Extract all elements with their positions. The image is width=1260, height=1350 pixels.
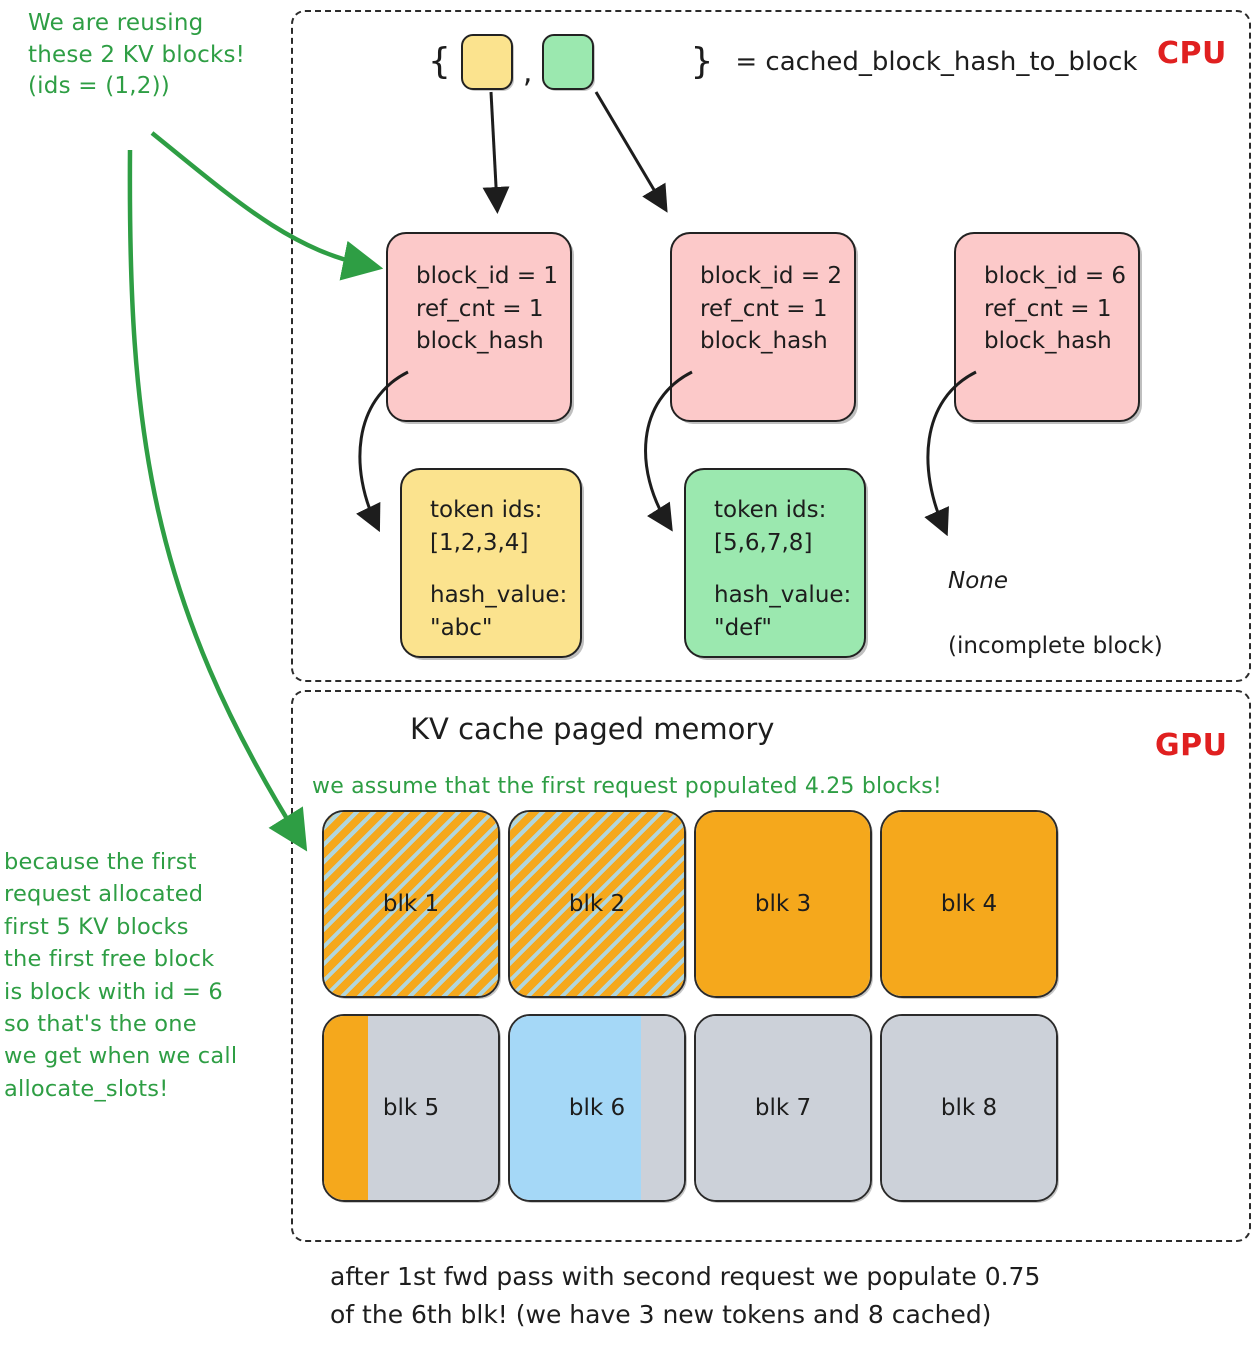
hash-value-label: hash_value: bbox=[714, 582, 852, 609]
token-card-1: token ids: [1,2,3,4] hash_value: "abc" bbox=[400, 468, 582, 658]
block-id-label: block_id = 2 bbox=[700, 263, 843, 289]
ref-cnt-label: ref_cnt = 1 bbox=[416, 295, 544, 322]
block-hash-label: block_hash bbox=[700, 328, 828, 355]
kv-block-2[interactable]: blk 2 bbox=[508, 810, 686, 998]
annotation-gpu-assume: we assume that the first request populat… bbox=[312, 774, 942, 799]
open-brace: { bbox=[428, 41, 451, 82]
none-detail: (incomplete block) bbox=[948, 632, 1163, 659]
kv-block-8[interactable]: blk 8 bbox=[880, 1014, 1058, 1202]
none-value: None bbox=[948, 567, 1009, 594]
legend-comma: , bbox=[522, 54, 533, 90]
dict-name-label: = cached_block_hash_to_block bbox=[735, 47, 1138, 77]
ref-cnt-label: ref_cnt = 1 bbox=[700, 295, 828, 322]
cpu-label: CPU bbox=[1157, 36, 1227, 71]
kv-block-label: blk 4 bbox=[940, 891, 998, 917]
kv-block-1[interactable]: blk 1 bbox=[322, 810, 500, 998]
block-hash-label: block_hash bbox=[416, 328, 544, 355]
kv-block-5[interactable]: blk 5 bbox=[322, 1014, 500, 1202]
hash-value-value: "def" bbox=[714, 614, 773, 641]
kv-block-label: blk 6 bbox=[568, 1095, 626, 1121]
kv-block-label: blk 1 bbox=[382, 891, 440, 917]
none-annotation: None (incomplete block) bbox=[948, 532, 1163, 695]
annotation-top-left: We are reusing these 2 KV blocks! (ids =… bbox=[28, 10, 246, 100]
kv-block-7[interactable]: blk 7 bbox=[694, 1014, 872, 1202]
gpu-panel bbox=[291, 690, 1251, 1242]
block-hash-label: block_hash bbox=[984, 328, 1112, 355]
block-id-label: block_id = 1 bbox=[416, 263, 559, 289]
bottom-caption: after 1st fwd pass with second request w… bbox=[330, 1262, 1041, 1329]
close-brace: } bbox=[690, 41, 714, 82]
token-ids-label: token ids: bbox=[430, 497, 543, 523]
kv-block-label: blk 3 bbox=[754, 891, 812, 917]
hash-value-label: hash_value: bbox=[430, 582, 568, 609]
kv-block-label: blk 2 bbox=[568, 891, 626, 917]
token-card-2: token ids: [5,6,7,8] hash_value: "def" bbox=[684, 468, 866, 658]
token-ids-value: [1,2,3,4] bbox=[430, 529, 529, 556]
green-block-swatch bbox=[542, 34, 595, 90]
kv-block-grid: blk 1 blk 2 blk 3 blk 4 blk 5 blk 6 blk … bbox=[322, 810, 1062, 1206]
token-ids-value: [5,6,7,8] bbox=[714, 529, 813, 556]
block-id-label: block_id = 6 bbox=[984, 263, 1127, 289]
yellow-block-swatch bbox=[460, 34, 513, 90]
gpu-label: GPU bbox=[1155, 728, 1228, 763]
kv-block-4[interactable]: blk 4 bbox=[880, 810, 1058, 998]
block-card-1: block_id = 1 ref_cnt = 1 block_hash bbox=[386, 232, 572, 422]
arrow-note-to-kvblock1 bbox=[127, 149, 308, 852]
token-ids-label: token ids: bbox=[714, 497, 827, 523]
kv-block-6[interactable]: blk 6 bbox=[508, 1014, 686, 1202]
hash-value-value: "abc" bbox=[430, 614, 493, 641]
hatch-pattern bbox=[510, 812, 684, 996]
kv-block-3[interactable]: blk 3 bbox=[694, 810, 872, 998]
annotation-bottom-left: because the first request allocated firs… bbox=[4, 849, 238, 1102]
kv-cache-title: KV cache paged memory bbox=[410, 712, 775, 746]
kv-block-label: blk 8 bbox=[940, 1095, 998, 1121]
hatch-pattern bbox=[324, 812, 498, 996]
block-card-2: block_id = 2 ref_cnt = 1 block_hash bbox=[670, 232, 856, 422]
ref-cnt-label: ref_cnt = 1 bbox=[984, 295, 1112, 322]
dict-legend: { , } = cached_block_hash_to_block bbox=[428, 34, 1137, 90]
block-card-3: block_id = 6 ref_cnt = 1 block_hash bbox=[954, 232, 1140, 422]
kv-block-label: blk 5 bbox=[382, 1095, 440, 1121]
kv-block-label: blk 7 bbox=[754, 1095, 812, 1121]
